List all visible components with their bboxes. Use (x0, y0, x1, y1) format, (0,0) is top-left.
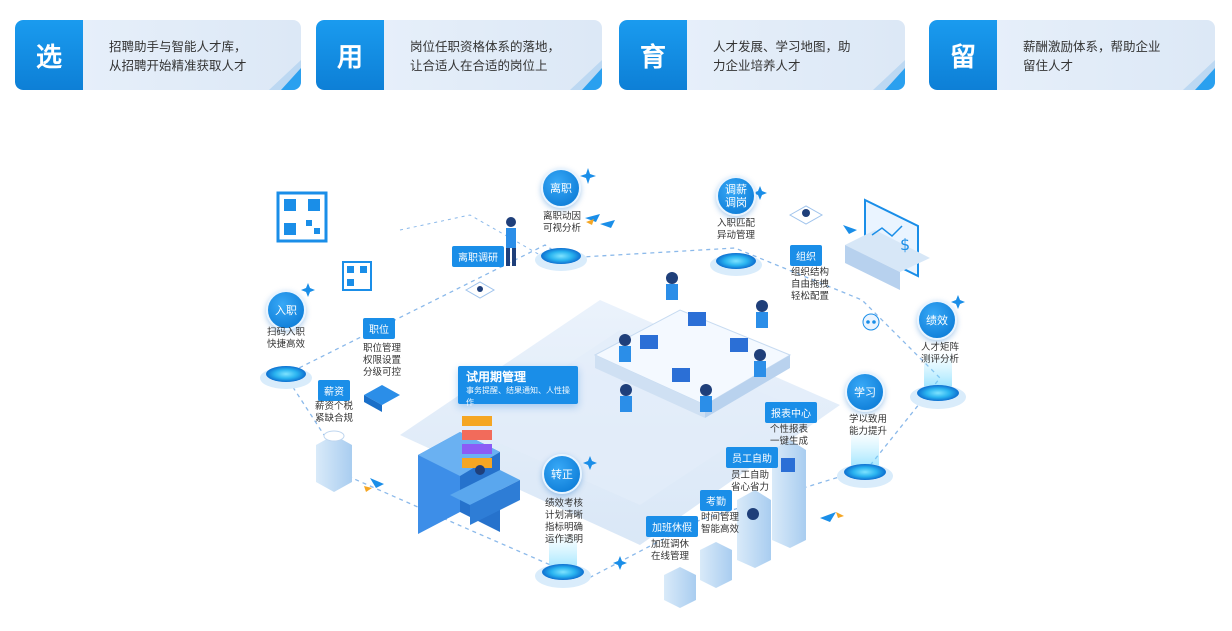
node-pad-regularize (535, 532, 591, 588)
node-learning: 学习 (845, 372, 885, 412)
probation-subtitle: 事务提醒、结果通知、人性操作 (466, 386, 570, 407)
pillar-text: 薪酬激励体系，帮助企业 留住人才 (1023, 37, 1215, 75)
position-widget-icon (364, 385, 400, 412)
document-stack-icon (462, 416, 492, 468)
tag-report-desc: 个性报表 一键生成 (769, 424, 808, 447)
pillar-line: 岗位任职资格体系的落地， (410, 39, 561, 54)
tag-salary-desc: 薪资个税 紧缺合规 (314, 401, 353, 424)
qr-code-icon (276, 191, 328, 243)
pillar-line: 留住人才 (1023, 58, 1074, 73)
tag-overtime: 加班休假 (646, 516, 698, 537)
pillar-line: 人才发展、学习地图，助 (713, 39, 851, 54)
robot-icon (862, 313, 880, 331)
pillar-line: 从招聘开始精准获取人才 (109, 58, 247, 73)
lifecycle-path (399, 214, 541, 256)
pillar-char: 育 (619, 20, 687, 90)
person-icon (506, 217, 516, 266)
tag-org: 组织 (790, 245, 822, 266)
office-table-icon (593, 272, 792, 418)
pillar-char: 留 (929, 20, 997, 90)
dashboard-screen-icon: $ (845, 198, 930, 290)
tag-attendance: 考勤 (700, 490, 732, 511)
pillar-card-develop: 育 人才发展、学习地图，助 力企业培养人才 (619, 20, 905, 90)
tag-self-service: 员工自助 (726, 447, 778, 468)
node-pad-onboard (260, 366, 312, 389)
node-learning-desc: 学以致用 能力提升 (848, 414, 887, 437)
stripe-decoration (269, 60, 301, 90)
node-resign: 离职 (541, 168, 581, 208)
node-transfer-desc: 入职匹配 异动管理 (716, 218, 755, 241)
sparkle-icon (301, 168, 965, 570)
pillar-char: 用 (316, 20, 384, 90)
org-widget-icon (788, 205, 824, 225)
pillar-card-select: 选 招聘助手与智能人才库， 从招聘开始精准获取人才 (15, 20, 301, 90)
node-onboard: 入职 (266, 290, 306, 330)
tag-exit-survey: 离职调研 (452, 246, 504, 267)
tag-position-desc: 职位管理 权限设置 分级可控 (362, 343, 401, 378)
tag-org-desc: 组织结构 自由拖拽 轻松配置 (790, 267, 829, 302)
node-resign-desc: 离职动因 可视分析 (542, 211, 581, 234)
tag-salary: 薪资 (318, 380, 350, 401)
tag-self-service-desc: 员工自助 省心省力 (730, 470, 769, 493)
stripe-decoration (1183, 60, 1215, 90)
probation-title: 试用期管理 (466, 370, 527, 384)
pillar-attendance (700, 542, 732, 588)
node-performance-desc: 人才矩阵 测评分析 (920, 342, 959, 365)
pillar-char: 选 (15, 20, 83, 90)
pillar-line: 薪酬激励体系，帮助企业 (1023, 39, 1161, 54)
flow-arrow-icon (370, 214, 857, 522)
node-pad-learning (837, 430, 893, 488)
tag-overtime-desc: 加班调休 在线管理 (650, 539, 689, 562)
node-pad-performance (910, 350, 966, 409)
tag-report-center: 报表中心 (765, 402, 817, 423)
qr-code-small-icon (342, 261, 372, 291)
tag-attendance-desc: 时间管理 智能高效 (700, 512, 739, 535)
pillar-self-service (737, 490, 771, 568)
node-regularize: 转正 (542, 454, 582, 494)
flow-arrow-accent-icon (364, 219, 844, 518)
stripe-decoration (570, 60, 602, 90)
pillar-card-retain: 留 薪酬激励体系，帮助企业 留住人才 (929, 20, 1215, 90)
node-transfer: 调薪 调岗 (716, 176, 756, 216)
probation-panel: 试用期管理 事务提醒、结果通知、人性操作 (458, 366, 578, 407)
node-pad-transfer (710, 253, 762, 276)
node-regularize-desc: 绩效考核 计划清晰 指标明确 运作透明 (544, 498, 583, 545)
pillar-salary (316, 430, 352, 492)
pillar-line: 让合适人在合适的岗位上 (410, 58, 548, 73)
svg-text:$: $ (900, 235, 910, 254)
pillar-line: 力企业培养人才 (713, 58, 801, 73)
node-pad-resign (535, 248, 587, 271)
camera-icon (464, 281, 496, 299)
node-performance: 绩效 (917, 300, 957, 340)
pillar-text: 招聘助手与智能人才库， 从招聘开始精准获取人才 (109, 37, 301, 75)
stripe-decoration (873, 60, 905, 90)
pillar-line: 招聘助手与智能人才库， (109, 39, 247, 54)
pillar-text: 人才发展、学习地图，助 力企业培养人才 (713, 37, 905, 75)
tag-position: 职位 (363, 318, 395, 339)
pillar-overtime (664, 567, 696, 608)
pillar-text: 岗位任职资格体系的落地， 让合适人在合适的岗位上 (410, 37, 602, 75)
workstation-icon (450, 465, 520, 525)
pillar-card-use: 用 岗位任职资格体系的落地， 让合适人在合适的岗位上 (316, 20, 602, 90)
pillar-report (772, 440, 806, 548)
node-onboard-desc: 扫码入职 快捷高效 (266, 327, 305, 350)
